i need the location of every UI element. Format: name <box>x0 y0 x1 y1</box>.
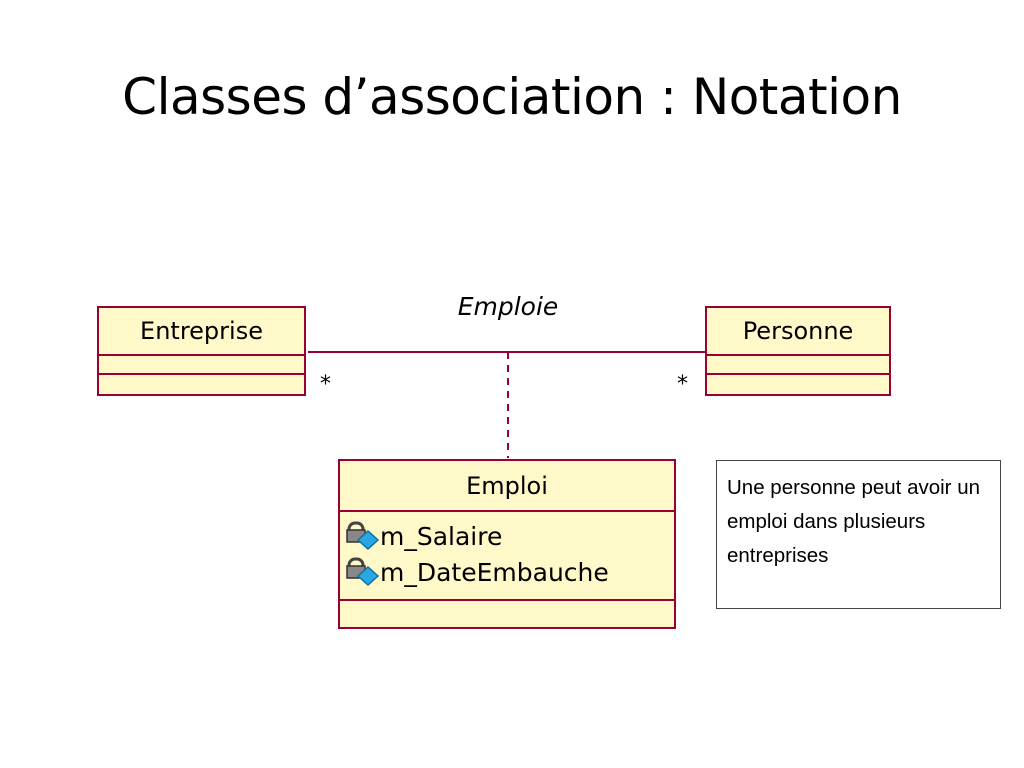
attributes-compartment <box>99 356 304 375</box>
class-personne[interactable]: Personne <box>705 306 891 396</box>
attribute-row[interactable]: m_DateEmbauche <box>340 554 674 590</box>
class-name: Personne <box>707 308 889 356</box>
multiplicity-right: * <box>677 372 688 397</box>
attributes-compartment: m_Salaire m_DateEmbauche <box>340 512 674 601</box>
operations-compartment <box>707 375 889 394</box>
operations-compartment <box>99 375 304 394</box>
class-name: Entreprise <box>99 308 304 356</box>
private-attribute-lock-icon <box>346 557 380 587</box>
private-attribute-lock-icon <box>346 521 380 551</box>
slide-title: Classes d’association : Notation <box>122 68 902 126</box>
class-emploi[interactable]: Emploi m_Salaire m_DateEmbauche <box>338 459 676 629</box>
attributes-compartment <box>707 356 889 375</box>
operations-compartment <box>340 601 674 627</box>
attribute-name: m_DateEmbauche <box>380 557 609 587</box>
class-name: Emploi <box>340 461 674 512</box>
note-box: Une personne peut avoir un emploi dans p… <box>716 460 1001 609</box>
multiplicity-left: * <box>320 372 331 397</box>
attribute-name: m_Salaire <box>380 521 503 551</box>
association-name: Emploie <box>457 292 559 321</box>
attribute-row[interactable]: m_Salaire <box>340 518 674 554</box>
class-entreprise[interactable]: Entreprise <box>97 306 306 396</box>
